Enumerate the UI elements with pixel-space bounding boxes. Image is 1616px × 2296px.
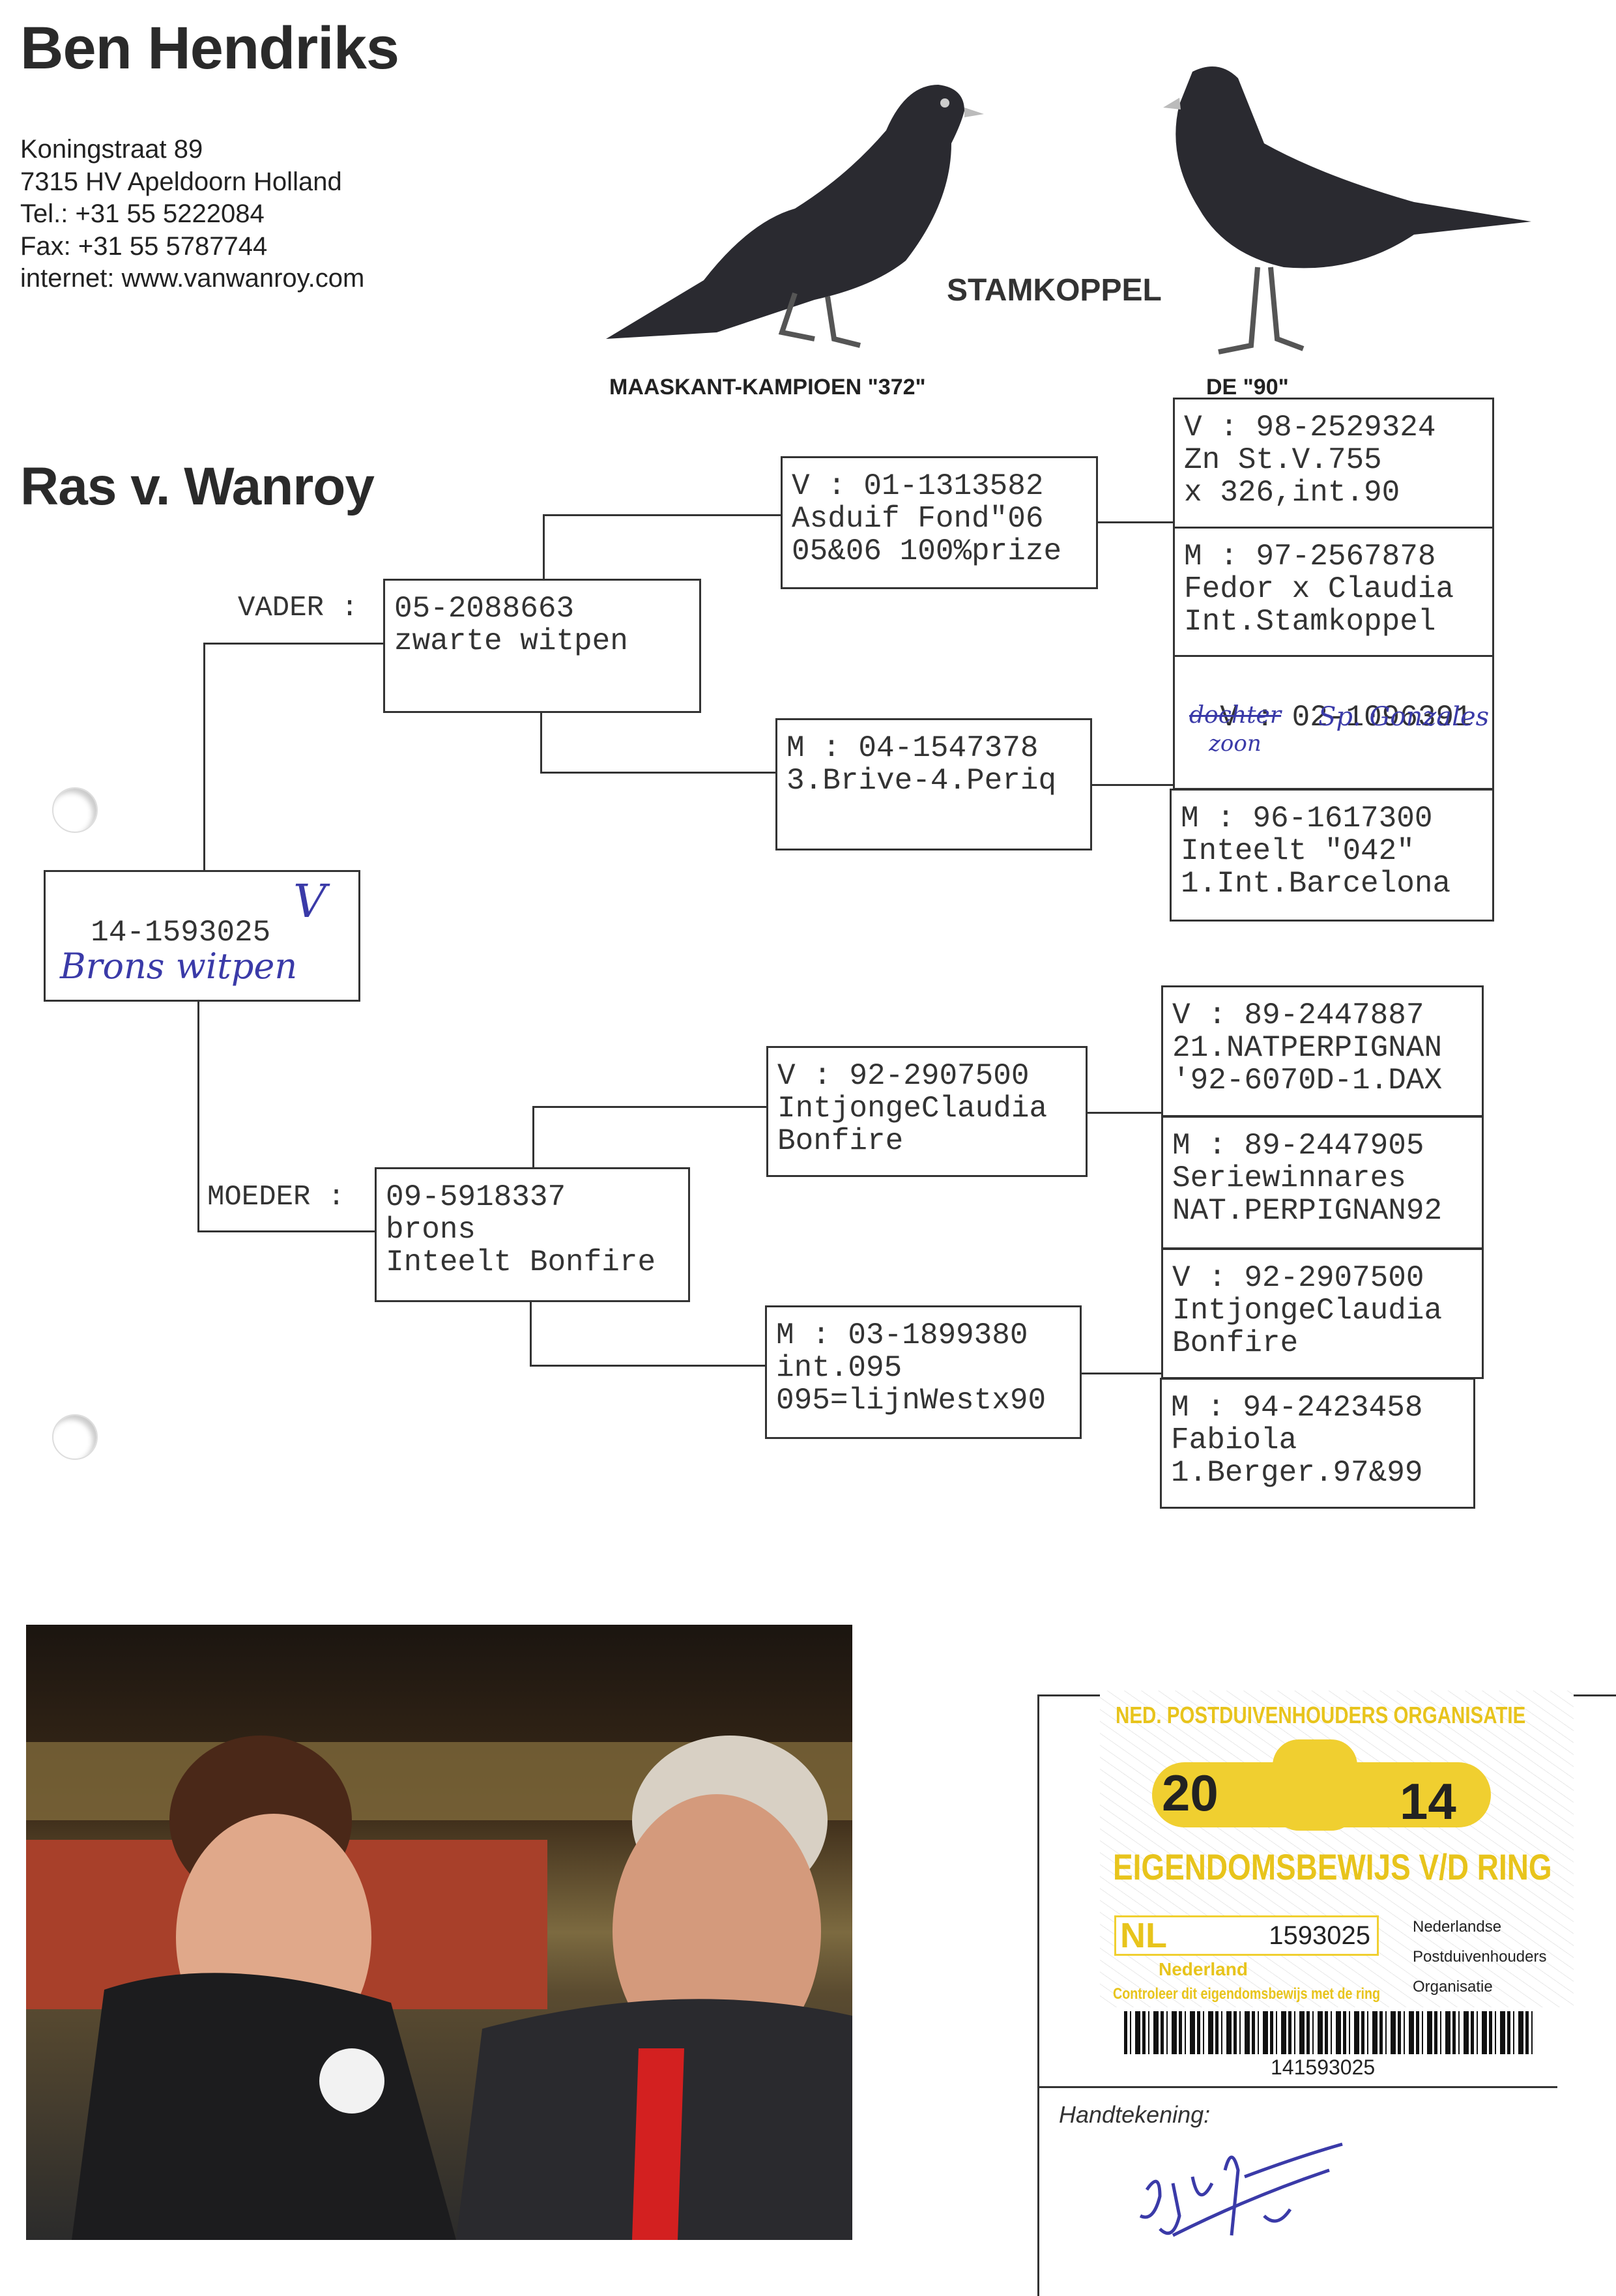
stamkoppel-heading: STAMKOPPEL — [947, 273, 1162, 308]
connector — [543, 514, 545, 579]
year-left: 20 — [1162, 1764, 1219, 1822]
pigeon-box-mmm: M : 94-2423458 Fabiola 1.Berger.97&99 — [1160, 1378, 1475, 1509]
country-name: Nederland — [1159, 1959, 1248, 1979]
barcode-number: 141593025 — [1271, 2056, 1376, 2079]
address-city: 7315 HV Apeldoorn Holland — [20, 167, 342, 196]
fmf-handwritten-name: Sp. Gonzales — [1318, 702, 1490, 732]
pigeon-box-mmf: V : 92-2907500 IntjongeClaudia Bonfire — [1161, 1248, 1484, 1379]
right-pigeon-caption: DE "90" — [1206, 375, 1289, 400]
father-label: VADER : — [238, 592, 358, 624]
pigeon-box-mother: 09-5918337 brons Inteelt Bonfire — [375, 1167, 690, 1302]
connector — [532, 1106, 767, 1108]
pigeon-box-ff: V : 01-1313582 Asduif Fond"06 05&06 100%… — [781, 456, 1098, 589]
npo-line-2: Postduivenhouders — [1413, 1948, 1547, 1966]
pigeon-box-mm: M : 03-1899380 int.095 095=lijnWestx90 — [765, 1305, 1082, 1439]
pigeon-image-right — [1163, 66, 1531, 355]
ring-number-field: NL 1593025 — [1114, 1915, 1379, 1956]
breeder-name: Ben Hendriks — [20, 15, 399, 81]
breeder-couple-photo — [26, 1625, 852, 2240]
lion-emblem-icon — [1273, 1739, 1357, 1831]
pigeon-box-ffm: M : 97-2567878 Fedor x Claudia Int.Stamk… — [1173, 527, 1494, 657]
connector — [203, 643, 205, 871]
year-right: 14 — [1400, 1773, 1456, 1830]
pigeon-box-fff: V : 98-2529324 Zn St.V.755 x 326,int.90 — [1173, 398, 1494, 529]
pigeon-image-left — [606, 85, 984, 348]
root-ring-number: 14-1593025 — [91, 916, 271, 950]
connector — [1087, 1112, 1162, 1114]
punch-hole — [52, 1414, 98, 1460]
connector — [543, 514, 781, 516]
connector — [530, 1301, 532, 1366]
connector — [532, 1106, 534, 1168]
connector — [203, 643, 383, 645]
connector — [1081, 1373, 1162, 1374]
pigeon-box-fmf: V : 02-1096391 dochter zoon Sp. Gonzales — [1173, 655, 1494, 790]
connector — [540, 712, 542, 773]
root-color-handwritten: Brons witpen — [60, 946, 298, 987]
root-sex-handwritten: V — [293, 875, 326, 928]
connector — [1091, 784, 1174, 786]
fmf-handwritten-struck: dochter — [1189, 702, 1282, 729]
npo-line-3: Organisatie — [1413, 1978, 1493, 1996]
pigeon-box-mfm: M : 89-2447905 Seriewinnares NAT.PERPIGN… — [1161, 1116, 1484, 1249]
address-website: internet: www.vanwanroy.com — [20, 264, 365, 293]
punch-hole — [52, 787, 98, 833]
pigeon-box-mf: V : 92-2907500 IntjongeClaudia Bonfire — [766, 1046, 1088, 1177]
npo-line-1: Nederlandse — [1413, 1918, 1502, 1936]
connector — [197, 1001, 199, 1232]
pigeon-box-mff: V : 89-2447887 21.NATPERPIGNAN '92-6070D… — [1161, 985, 1484, 1117]
strain-title: Ras v. Wanroy — [20, 457, 375, 516]
pigeon-box-fm: M : 04-1547378 3.Brive-4.Periq — [775, 718, 1092, 850]
left-pigeon-caption: MAASKANT-KAMPIOEN "372" — [609, 375, 926, 400]
address-street: Koningstraat 89 — [20, 135, 203, 164]
pigeon-box-root: 14-1593025 V Brons witpen — [44, 870, 360, 1002]
check-text: Controleer dit eigendomsbewijs met de ri… — [1113, 1985, 1381, 2003]
certificate-org: NED. POSTDUIVENHOUDERS ORGANISATIE — [1116, 1702, 1526, 1728]
country-code: NL — [1120, 1916, 1167, 1955]
address-phone: Tel.: +31 55 5222084 — [20, 199, 265, 228]
signature-label: Handtekening: — [1059, 2101, 1211, 2128]
connector — [197, 1230, 375, 1232]
npo-logo: Nederlandse Postduivenhouders Organisati… — [1413, 1912, 1546, 2002]
fmf-ring: V : 02-1096391 — [1220, 701, 1472, 734]
pigeon-box-fmm: M : 96-1617300 Inteelt "042" 1.Int.Barce… — [1170, 789, 1494, 922]
connector — [530, 1365, 766, 1367]
barcode — [1124, 2011, 1535, 2054]
pigeon-box-father: 05-2088663 zwarte witpen — [383, 579, 701, 713]
fmf-handwritten-zoon: zoon — [1209, 731, 1262, 757]
breeder-address: Koningstraat 89 7315 HV Apeldoorn Hollan… — [20, 134, 364, 295]
connector — [1097, 521, 1174, 523]
mother-label: MOEDER : — [207, 1181, 345, 1213]
photo-illustration — [26, 1736, 852, 2240]
signature — [1139, 2142, 1343, 2237]
certificate-title: EIGENDOMSBEWIJS V/D RING — [1113, 1846, 1552, 1887]
signature-divider — [1037, 2086, 1557, 2088]
address-fax: Fax: +31 55 5787744 — [20, 231, 268, 261]
ring-number: 1593025 — [1269, 1921, 1370, 1950]
ring-ownership-certificate: NED. POSTDUIVENHOUDERS ORGANISATIE 20 14… — [1100, 1691, 1574, 2007]
connector — [540, 772, 776, 774]
